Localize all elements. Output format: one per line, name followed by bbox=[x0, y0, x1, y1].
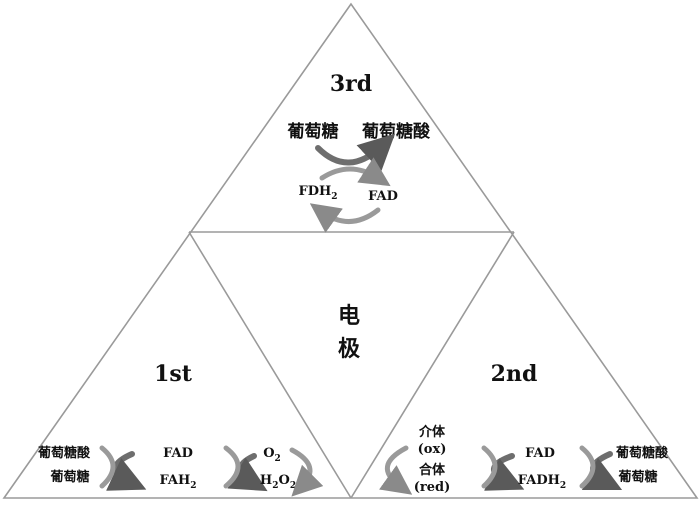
left-fah2: FAH2 bbox=[159, 473, 196, 491]
center-section: 电 极 bbox=[338, 303, 361, 362]
right-glucose-arc-2 bbox=[579, 445, 596, 489]
electrode-label-1: 电 bbox=[338, 303, 360, 329]
right-glucose-arc bbox=[581, 451, 623, 491]
top-title: 3rd bbox=[330, 71, 372, 97]
right-mediator-ox: 介体 bbox=[418, 424, 446, 440]
left-fad-arc-2 bbox=[223, 445, 241, 489]
left-fad-arc bbox=[227, 453, 268, 492]
electrode-label-2: 极 bbox=[338, 336, 361, 362]
top-product: 葡萄糖酸 bbox=[361, 121, 431, 142]
left-glucose-arc bbox=[106, 451, 147, 491]
right-mediator-ox-state: (ox) bbox=[418, 442, 447, 457]
left-section: 1st 葡萄糖酸 葡萄糖 FAD FAH2 O2 H2O2 bbox=[37, 361, 324, 497]
left-fad: FAD bbox=[163, 446, 193, 461]
top-cycle-lower-arc bbox=[309, 203, 381, 233]
right-fadh2: FADH2 bbox=[518, 473, 566, 491]
right-mediator-arc bbox=[379, 445, 413, 495]
top-section: 3rd 葡萄糖 葡萄糖酸 FDH2 FAD bbox=[287, 71, 431, 233]
top-fad: FAD bbox=[368, 189, 398, 204]
top-fdh: FDH2 bbox=[298, 184, 337, 202]
left-title: 1st bbox=[154, 361, 193, 387]
right-substrate: 葡萄糖 bbox=[617, 469, 657, 485]
right-fad-arc-2 bbox=[481, 445, 498, 489]
top-cycle-upper-arc bbox=[319, 157, 391, 187]
right-section: 2nd 介体 (ox) 合体 (red) FAD FADH2 葡萄糖酸 葡萄糖 bbox=[379, 361, 669, 495]
top-substrate: 葡萄糖 bbox=[287, 121, 339, 142]
right-fad: FAD bbox=[525, 446, 555, 461]
left-substrate: 葡萄糖 bbox=[49, 469, 89, 485]
inner-left-edge bbox=[188, 231, 352, 499]
left-glucose-arc-2 bbox=[99, 445, 116, 489]
right-mediator-red: 合体 bbox=[419, 462, 446, 478]
right-product: 葡萄糖酸 bbox=[615, 445, 669, 461]
top-glucose-arc bbox=[315, 133, 396, 172]
left-o2: O2 bbox=[263, 446, 281, 464]
left-h2o2: H2O2 bbox=[260, 473, 296, 491]
left-product: 葡萄糖酸 bbox=[37, 445, 91, 461]
inner-right-edge bbox=[350, 231, 515, 499]
triangle-outlines bbox=[2, 2, 699, 499]
right-mediator-red-state: (red) bbox=[414, 480, 451, 495]
left-o2-arc bbox=[289, 447, 324, 497]
right-title: 2nd bbox=[491, 361, 538, 387]
